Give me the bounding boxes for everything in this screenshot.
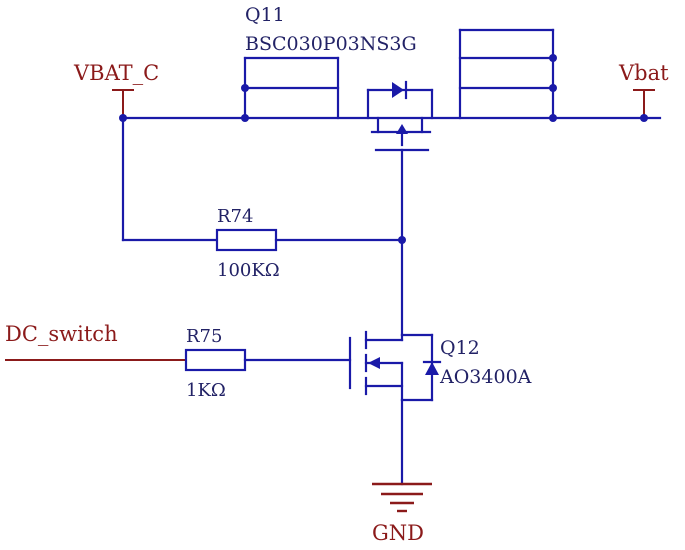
gnd-label: GND bbox=[372, 521, 424, 545]
q11-pmos-symbol bbox=[366, 80, 434, 242]
r75-value: 1KΩ bbox=[186, 380, 226, 401]
dc-switch-label: DC_switch bbox=[5, 322, 118, 346]
junction-vbat bbox=[640, 114, 648, 122]
vbat-label: Vbat bbox=[618, 61, 669, 85]
vbat-c-label: VBAT_C bbox=[73, 61, 159, 85]
q11-drain-pins bbox=[458, 28, 557, 122]
r75-body bbox=[184, 348, 247, 372]
q11-source-pins bbox=[241, 56, 340, 122]
q11-part-number: BSC030P03NS3G bbox=[245, 33, 417, 55]
r74-body bbox=[215, 228, 278, 252]
q11-designator: Q11 bbox=[245, 4, 285, 26]
q12-nmos-symbol bbox=[348, 330, 442, 402]
r74-designator: R74 bbox=[217, 206, 253, 227]
r75-designator: R75 bbox=[186, 326, 222, 347]
q12-part-number: AO3400A bbox=[439, 366, 532, 388]
r74-value: 100KΩ bbox=[217, 260, 280, 281]
ground-symbol bbox=[372, 482, 432, 513]
q12-designator: Q12 bbox=[440, 337, 480, 359]
